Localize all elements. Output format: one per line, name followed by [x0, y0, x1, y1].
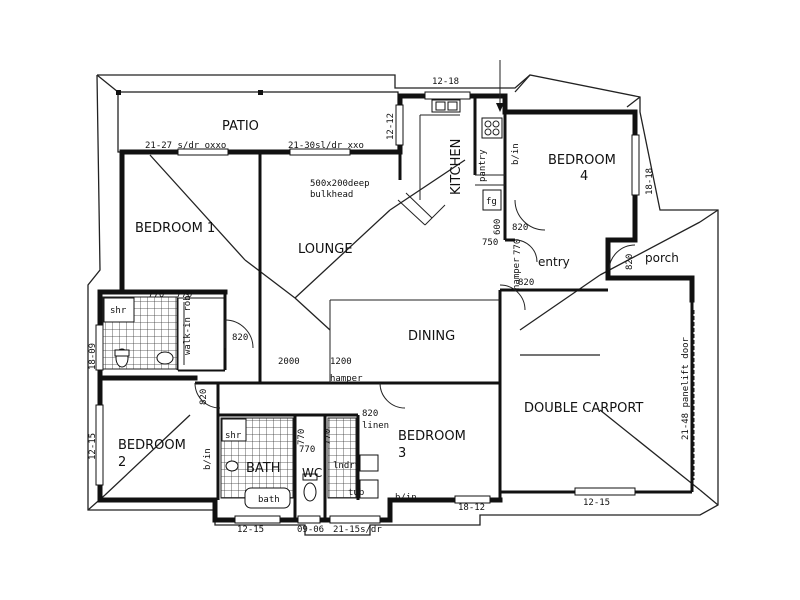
label-bulkhead-note2: bulkhead — [310, 190, 353, 200]
dim-bath-770c: 770 — [323, 429, 333, 445]
dim-ensuite-window: 18-09 — [88, 343, 98, 370]
label-bedroom2-num: 2 — [118, 455, 126, 470]
label-bulkhead-note: 500x200deep — [310, 179, 370, 189]
label-bath: BATH — [246, 461, 281, 476]
dim-door-ensuite: 820 — [232, 333, 248, 343]
dim-window-09-06: 09-06 — [297, 525, 324, 535]
label-built-in-bed2: b/in — [203, 448, 213, 470]
label-hamper-entry: hamper — [512, 257, 522, 290]
bath-wc-laundry — [220, 417, 379, 509]
label-linen: linen — [362, 421, 389, 431]
dim-door-bed2: 820 — [199, 389, 209, 405]
label-shower1: shr — [110, 306, 127, 316]
fixture-labels: pantry fg hamper hamper walk-in robe shr… — [110, 143, 522, 505]
patio-doors[interactable] — [177, 148, 351, 156]
dimension-labels: 12-18 21-27 s/dr oxxo 21-30sl/dr xxo 12-… — [88, 77, 691, 535]
dim-door-carport: 820 — [518, 278, 534, 288]
dim-patio-door-left: 21-27 s/dr oxxo — [145, 141, 226, 151]
label-kitchen: KITCHEN — [449, 139, 464, 195]
dim-top-window: 12-18 — [432, 77, 459, 87]
dim-bath-770a: 770 — [297, 429, 307, 445]
dim-window-12-15-bottom: 12-15 — [237, 525, 264, 535]
label-built-in-bed4: b/in — [511, 143, 521, 165]
label-entry: entry — [538, 255, 570, 269]
dim-patio-door-right: 21-30sl/dr xxo — [288, 141, 364, 151]
dim-770-entry: 770 — [513, 239, 523, 255]
dim-bed4-window: 18-18 — [645, 168, 655, 195]
dim-window-18-12: 18-12 — [458, 503, 485, 513]
dim-1200: 1200 — [330, 357, 352, 367]
windows — [95, 91, 640, 524]
label-fridge: fg — [486, 197, 497, 207]
door-swings[interactable] — [194, 199, 636, 409]
ensuite — [102, 296, 225, 371]
dim-door-bed3: 820 — [362, 409, 378, 419]
label-laundry: lndry — [333, 461, 361, 471]
dim-600: 600 — [493, 219, 503, 235]
label-pantry: pantry — [478, 149, 488, 182]
label-walk-in-robe: walk-in robe — [183, 290, 193, 355]
label-dining: DINING — [408, 329, 455, 344]
label-bedroom4: BEDROOM — [548, 153, 616, 168]
label-built-in-bed3: b/in — [395, 493, 417, 503]
label-wc: WC — [302, 466, 322, 480]
dim-bath-770b: 770 — [299, 445, 315, 455]
room-labels: PATIO KITCHEN BEDROOM 4 BEDROOM 1 LOUNGE… — [118, 119, 679, 480]
label-double-carport: DOUBLE CARPORT — [524, 401, 643, 416]
dim-window-12-15-right: 12-15 — [583, 498, 610, 508]
entry-arrow-icon — [496, 60, 504, 112]
label-bedroom4-num: 4 — [580, 169, 588, 184]
label-bedroom3: BEDROOM — [398, 429, 466, 444]
label-hamper-dining: hamper — [330, 374, 363, 384]
label-tub: tub — [348, 488, 364, 498]
label-shower2: shr — [225, 431, 242, 441]
dim-bed2-window: 12-15 — [88, 433, 98, 460]
label-bedroom2: BEDROOM — [118, 438, 186, 453]
dim-door-porch: 820 — [625, 254, 635, 270]
label-bedroom1: BEDROOM 1 — [135, 221, 215, 236]
dim-door-bed4: 820 — [512, 223, 528, 233]
dim-750: 750 — [482, 238, 498, 248]
label-bedroom3-num: 3 — [398, 446, 406, 461]
label-porch: porch — [645, 251, 679, 265]
dim-carport-door: 21-48 panelift door — [681, 336, 691, 440]
dim-ensuite-770b: 770 — [176, 290, 192, 300]
kitchen-fixtures — [431, 99, 505, 211]
dim-kitchen-window: 12-12 — [386, 113, 396, 140]
dim-sliding-door-21-15: 21-15s/dr — [333, 525, 382, 535]
label-lounge: LOUNGE — [298, 242, 353, 257]
dim-2000: 2000 — [278, 357, 300, 367]
label-patio: PATIO — [222, 119, 259, 134]
dim-ensuite-770a: 770 — [148, 290, 164, 300]
label-bath-tub: bath — [258, 495, 280, 505]
roof-outline — [87, 74, 719, 536]
